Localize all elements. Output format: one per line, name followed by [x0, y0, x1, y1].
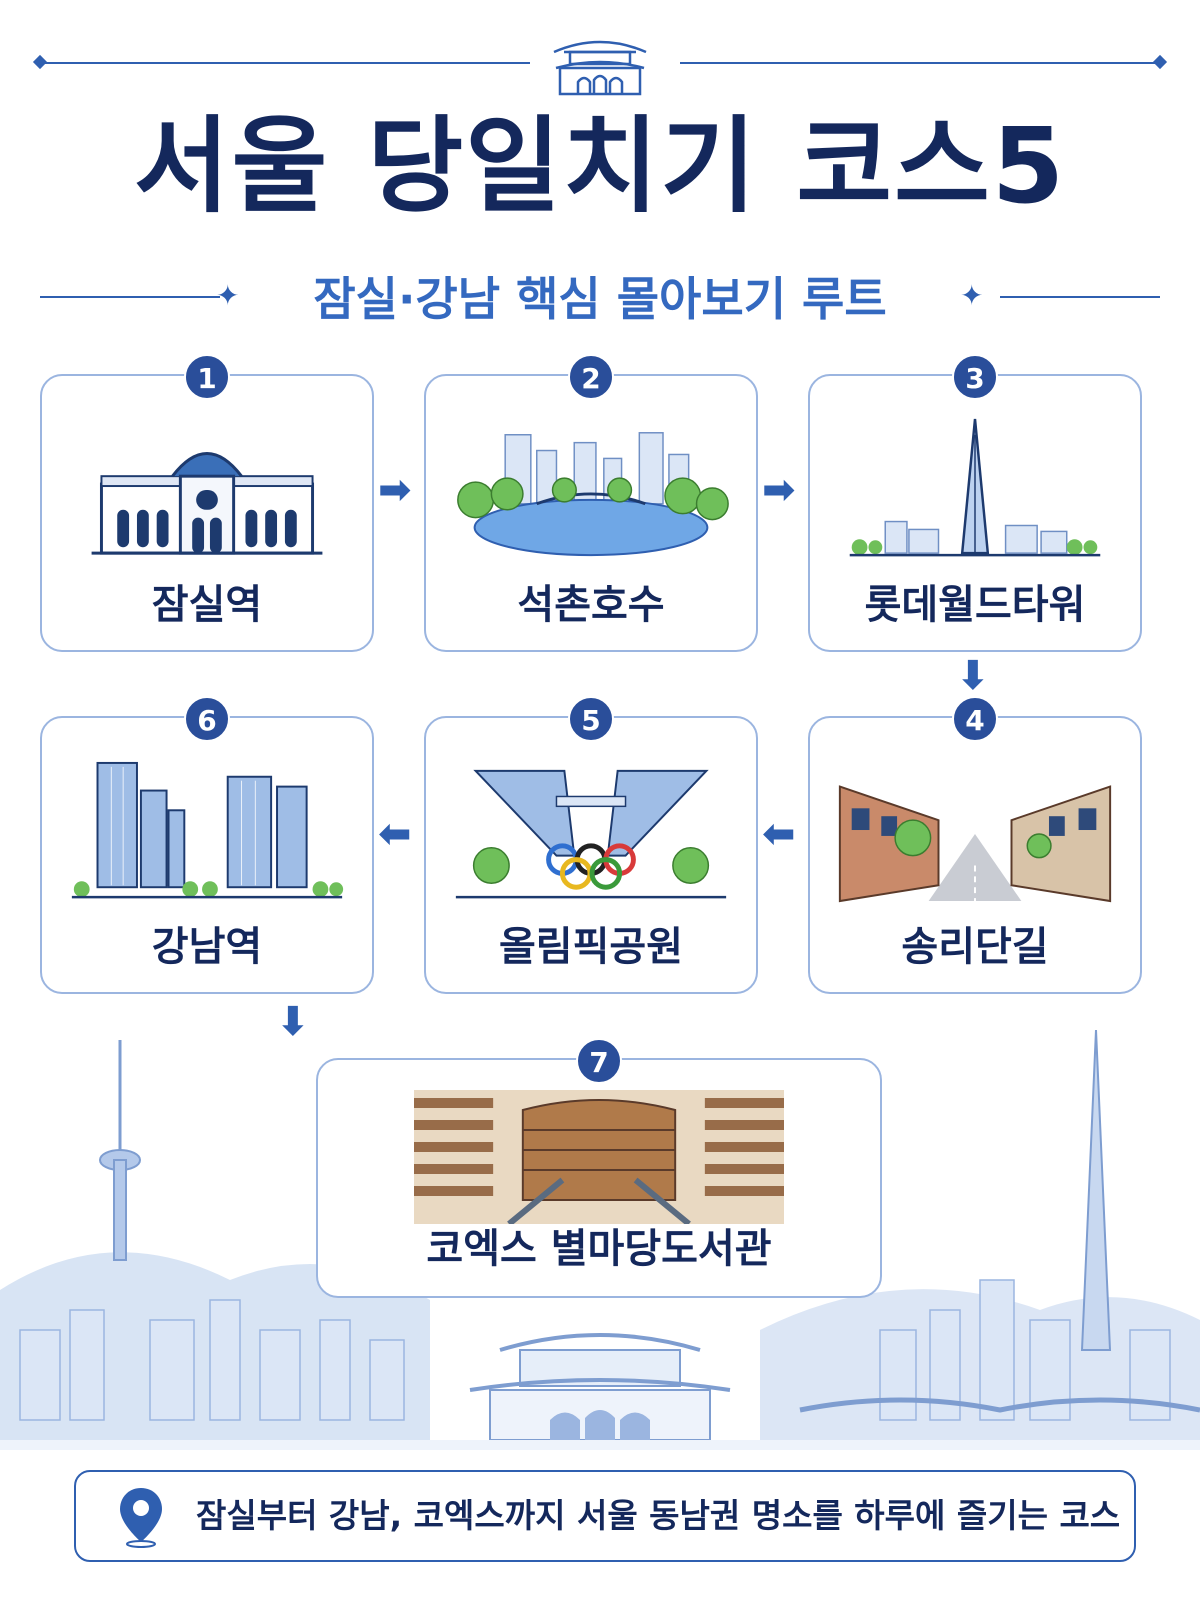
step-card-1[interactable]: 1 잠실역	[40, 354, 374, 652]
street-shops-icon	[830, 756, 1120, 906]
step-card-2[interactable]: 2 석촌호수	[424, 354, 758, 652]
flow-arrow-left-icon: ⬅	[378, 811, 412, 857]
footer-description: 잠실부터 강남, 코엑스까지 서울 동남권 명소를 하루에 즐기는 코스	[196, 1496, 1121, 1535]
sparkle-right-icon: ✦	[960, 279, 984, 312]
footer-info-bar: 잠실부터 강남, 코엑스까지 서울 동남권 명소를 하루에 즐기는 코스	[74, 1470, 1136, 1562]
step-number-badge: 1	[184, 354, 230, 400]
step-card-5[interactable]: 5 올림픽공원	[424, 696, 758, 994]
step-label: 잠실역	[151, 582, 263, 628]
header-rule-dot-right	[1152, 54, 1168, 70]
flow-arrow-left-icon: ⬅	[762, 811, 796, 857]
library-icon	[414, 1090, 784, 1227]
step-number-badge: 3	[952, 354, 998, 400]
office-towers-icon	[62, 756, 352, 906]
step-card-3[interactable]: 3 롯데월드타워	[808, 354, 1142, 652]
step-number-badge: 6	[184, 696, 230, 742]
location-pin-icon	[116, 1486, 166, 1548]
header-rule-dot-left	[32, 54, 48, 70]
flow-arrow-right-icon: ➡	[762, 467, 796, 513]
sparkle-left-icon: ✦	[216, 279, 240, 312]
flow-arrow-down-icon: ⬇	[956, 653, 990, 699]
seoul-skyline-illustration	[0, 1029, 1200, 1450]
step-label: 송리단길	[901, 924, 1049, 970]
lake-park-icon	[446, 414, 736, 564]
flow-arrow-right-icon: ➡	[378, 467, 412, 513]
palace-gate-icon	[548, 28, 652, 98]
step-number-badge: 4	[952, 696, 998, 742]
header-rule-right	[680, 62, 1160, 64]
page-title: 서울 당일치기 코스5	[133, 105, 1067, 227]
step-label: 강남역	[151, 924, 263, 970]
step-card-7[interactable]: 7 코엑스 별마당도서관	[316, 1038, 882, 1298]
step-label: 롯데월드타워	[864, 582, 1086, 628]
step-label: 올림픽공원	[499, 924, 683, 970]
step-number-badge: 5	[568, 696, 614, 742]
flow-arrow-down-icon: ⬇	[276, 999, 310, 1045]
classical-station-icon	[62, 414, 352, 564]
header-rule-left	[40, 62, 530, 64]
step-number-badge: 2	[568, 354, 614, 400]
step-card-4[interactable]: 4 송리단길	[808, 696, 1142, 994]
step-number-badge: 7	[576, 1038, 622, 1084]
skyscraper-tower-icon	[830, 414, 1120, 564]
step-label: 코엑스 별마당도서관	[426, 1226, 772, 1272]
olympic-gate-icon	[446, 756, 736, 906]
step-card-6[interactable]: 6 강남역	[40, 696, 374, 994]
step-label: 석촌호수	[517, 582, 665, 628]
subtitle-rule-left	[40, 296, 220, 298]
subtitle-rule-right	[1000, 296, 1160, 298]
page-subtitle: 잠실·강남 핵심 몰아보기 루트	[313, 272, 887, 326]
